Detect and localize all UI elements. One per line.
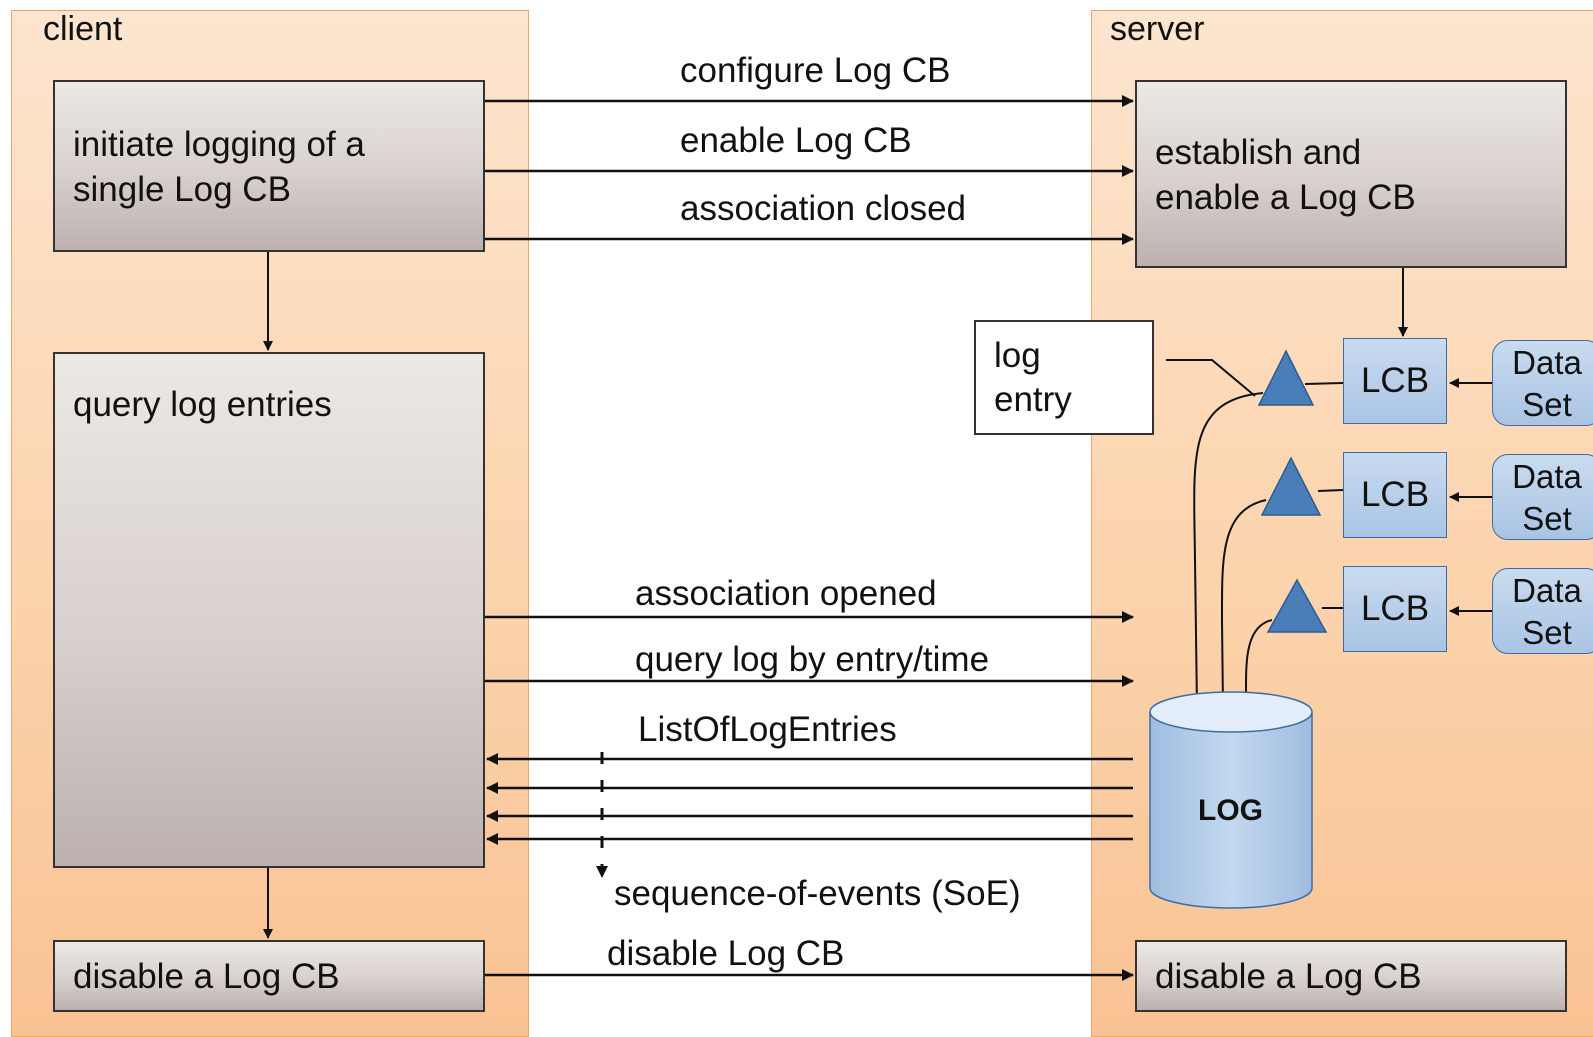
log-entry-pointer	[1166, 359, 1256, 397]
list-entries-label: ListOfLogEntries	[638, 710, 897, 749]
assoc-opened-label: association opened	[635, 574, 937, 613]
trigger-triangle-3	[1266, 578, 1328, 633]
client-disable-box: disable a Log CB	[53, 940, 485, 1012]
server-disable-text: disable a Log CB	[1155, 957, 1422, 996]
query-log-entries-text: query log entries	[73, 385, 332, 424]
soe-label: sequence-of-events (SoE)	[614, 874, 1021, 913]
query-log-entries-box: query log entries	[53, 352, 485, 868]
lcb-box-3: LCB	[1343, 566, 1447, 652]
lcb2-to-trigger	[1317, 489, 1344, 492]
data-set-box-3: Data Set	[1492, 568, 1593, 654]
trigger2-to-log-curve	[1217, 499, 1267, 709]
trigger3-to-log-curve	[1241, 619, 1273, 709]
assoc-closed-label: association closed	[680, 189, 966, 228]
trigger-triangle-1	[1257, 349, 1315, 406]
trigger-triangle-2	[1260, 456, 1322, 516]
query-log-label: query log by entry/time	[635, 640, 990, 679]
log-db-label: LOG	[1198, 794, 1263, 827]
data-set-box-1: Data Set	[1492, 340, 1593, 426]
disable-label: disable Log CB	[607, 934, 845, 973]
trigger1-to-log-curve	[1191, 392, 1264, 709]
initiate-logging-text: initiate logging of a single Log CB	[73, 125, 365, 209]
server-disable-box: disable a Log CB	[1135, 940, 1567, 1012]
lcb1-to-trigger	[1304, 382, 1344, 385]
soe-arrowhead	[596, 866, 608, 878]
log-cylinder	[1149, 691, 1313, 909]
establish-enable-box: establish and enable a Log CB	[1135, 80, 1567, 268]
enable-label: enable Log CB	[680, 121, 912, 160]
data-set-box-2: Data Set	[1492, 454, 1593, 540]
establish-enable-text: establish and enable a Log CB	[1155, 133, 1416, 217]
initiate-logging-box: initiate logging of a single Log CB	[53, 80, 485, 252]
server-lane-title: server	[1110, 10, 1205, 48]
lcb-box-1: LCB	[1343, 338, 1447, 424]
log-entry-callout: log entry	[974, 320, 1154, 435]
client-disable-text: disable a Log CB	[73, 957, 340, 996]
configure-label: configure Log CB	[680, 51, 951, 90]
client-lane-title: client	[43, 10, 123, 48]
lcb-box-2: LCB	[1343, 452, 1447, 538]
